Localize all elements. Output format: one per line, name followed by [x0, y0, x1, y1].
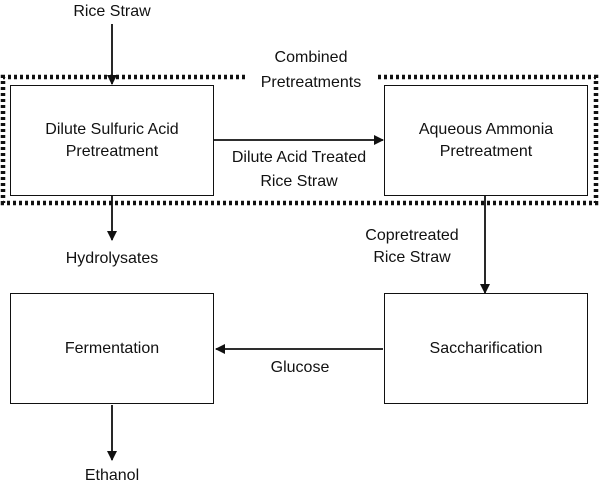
- saccharification-box-label: Saccharification: [429, 339, 543, 357]
- aqueous-ammonia-pretreatment-box: Aqueous Ammonia Pretreatment: [384, 85, 588, 196]
- fermentation-box: Fermentation: [10, 293, 214, 404]
- fermentation-box-label: Fermentation: [64, 339, 160, 357]
- input-label: Rice Straw: [73, 3, 151, 20]
- group-label-line1: Combined: [274, 49, 348, 66]
- output-label: Ethanol: [84, 467, 140, 484]
- edge-acid-treated-line2: Rice Straw: [260, 173, 338, 190]
- copretreated-line1: Copretreated: [365, 227, 459, 244]
- ammonia-box-line1: Aqueous Ammonia: [418, 120, 554, 138]
- saccharification-box: Saccharification: [384, 293, 588, 404]
- hydrolysates-label: Hydrolysates: [65, 250, 159, 267]
- combined-pretreatments-boundary: [0, 74, 599, 206]
- group-label-line2: Pretreatments: [260, 74, 362, 91]
- copretreated-line2: Rice Straw: [373, 249, 451, 266]
- edge-acid-treated-line1: Dilute Acid Treated: [231, 149, 367, 166]
- ammonia-box-line2: Pretreatment: [439, 142, 533, 160]
- dilute-acid-box-line2: Pretreatment: [65, 142, 159, 160]
- edge-glucose-label: Glucose: [270, 359, 330, 376]
- dilute-sulfuric-acid-pretreatment-box: Dilute Sulfuric Acid Pretreatment: [10, 85, 214, 196]
- dilute-acid-box-line1: Dilute Sulfuric Acid: [45, 120, 179, 138]
